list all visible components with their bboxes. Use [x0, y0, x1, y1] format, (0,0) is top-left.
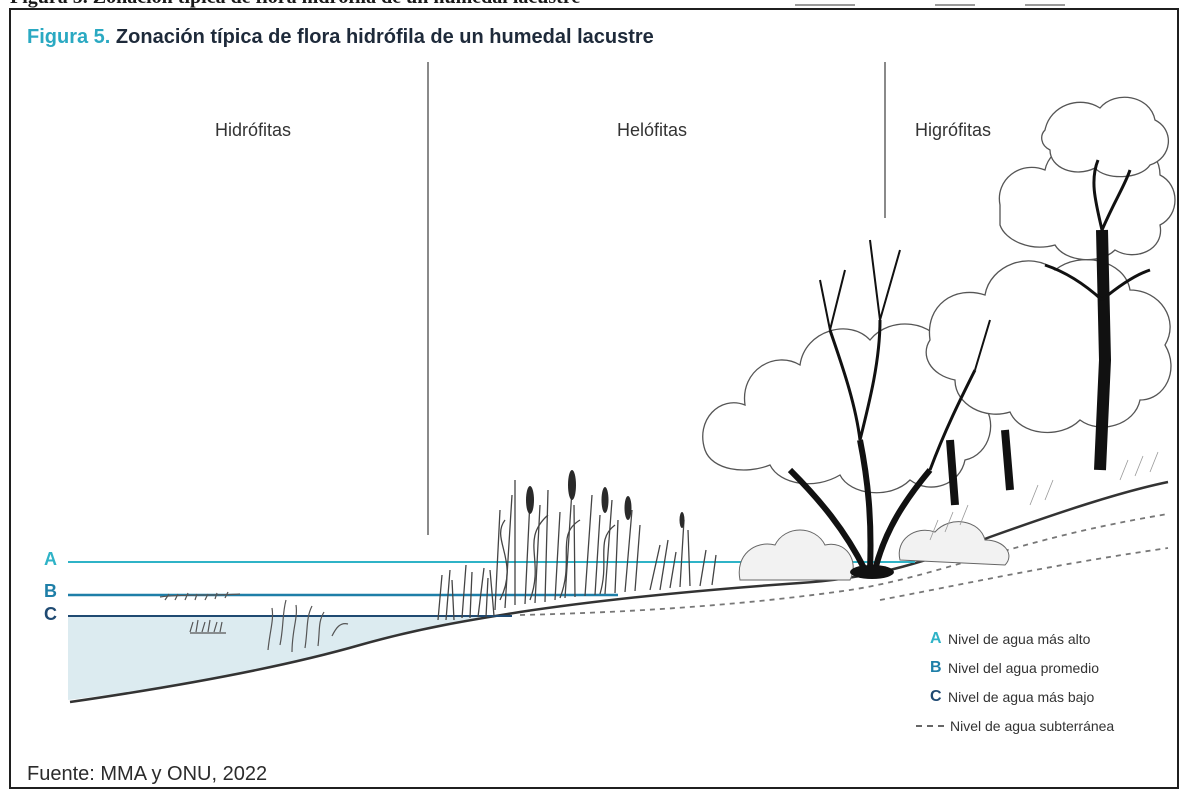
legend: A Nivel de agua más alto B Nivel del agu… — [930, 624, 1114, 740]
lake-water — [68, 616, 500, 700]
legend-item-c: C Nivel de agua más bajo — [930, 682, 1114, 711]
legend-item-a: A Nivel de agua más alto — [930, 624, 1114, 653]
helophyte-reeds — [438, 480, 716, 620]
cattail-heads — [526, 470, 685, 528]
zone-label-higrofitas: Higrófitas — [915, 120, 991, 141]
legend-item-groundwater: Nivel de agua subterránea — [930, 711, 1114, 740]
legend-label-c: Nivel de agua más bajo — [948, 689, 1094, 705]
legend-label-b: Nivel del agua promedio — [948, 660, 1099, 676]
legend-key-c: C — [930, 688, 948, 706]
zone-label-helofitas: Helófitas — [617, 120, 687, 141]
zone-label-hidrofitas: Hidrófitas — [215, 120, 291, 141]
tree-base-shadow — [850, 565, 894, 579]
legend-key-b: B — [930, 659, 948, 677]
legend-dash-symbol — [916, 725, 944, 727]
legend-item-b: B Nivel del agua promedio — [930, 653, 1114, 682]
water-level-c-marker: C — [44, 604, 57, 625]
source-citation: Fuente: MMA y ONU, 2022 — [27, 763, 267, 786]
legend-label-a: Nivel de agua más alto — [948, 631, 1090, 647]
water-level-a-marker: A — [44, 549, 57, 570]
water-level-b-marker: B — [44, 581, 57, 602]
legend-label-groundwater: Nivel de agua subterránea — [950, 718, 1114, 734]
legend-key-a: A — [930, 630, 948, 648]
